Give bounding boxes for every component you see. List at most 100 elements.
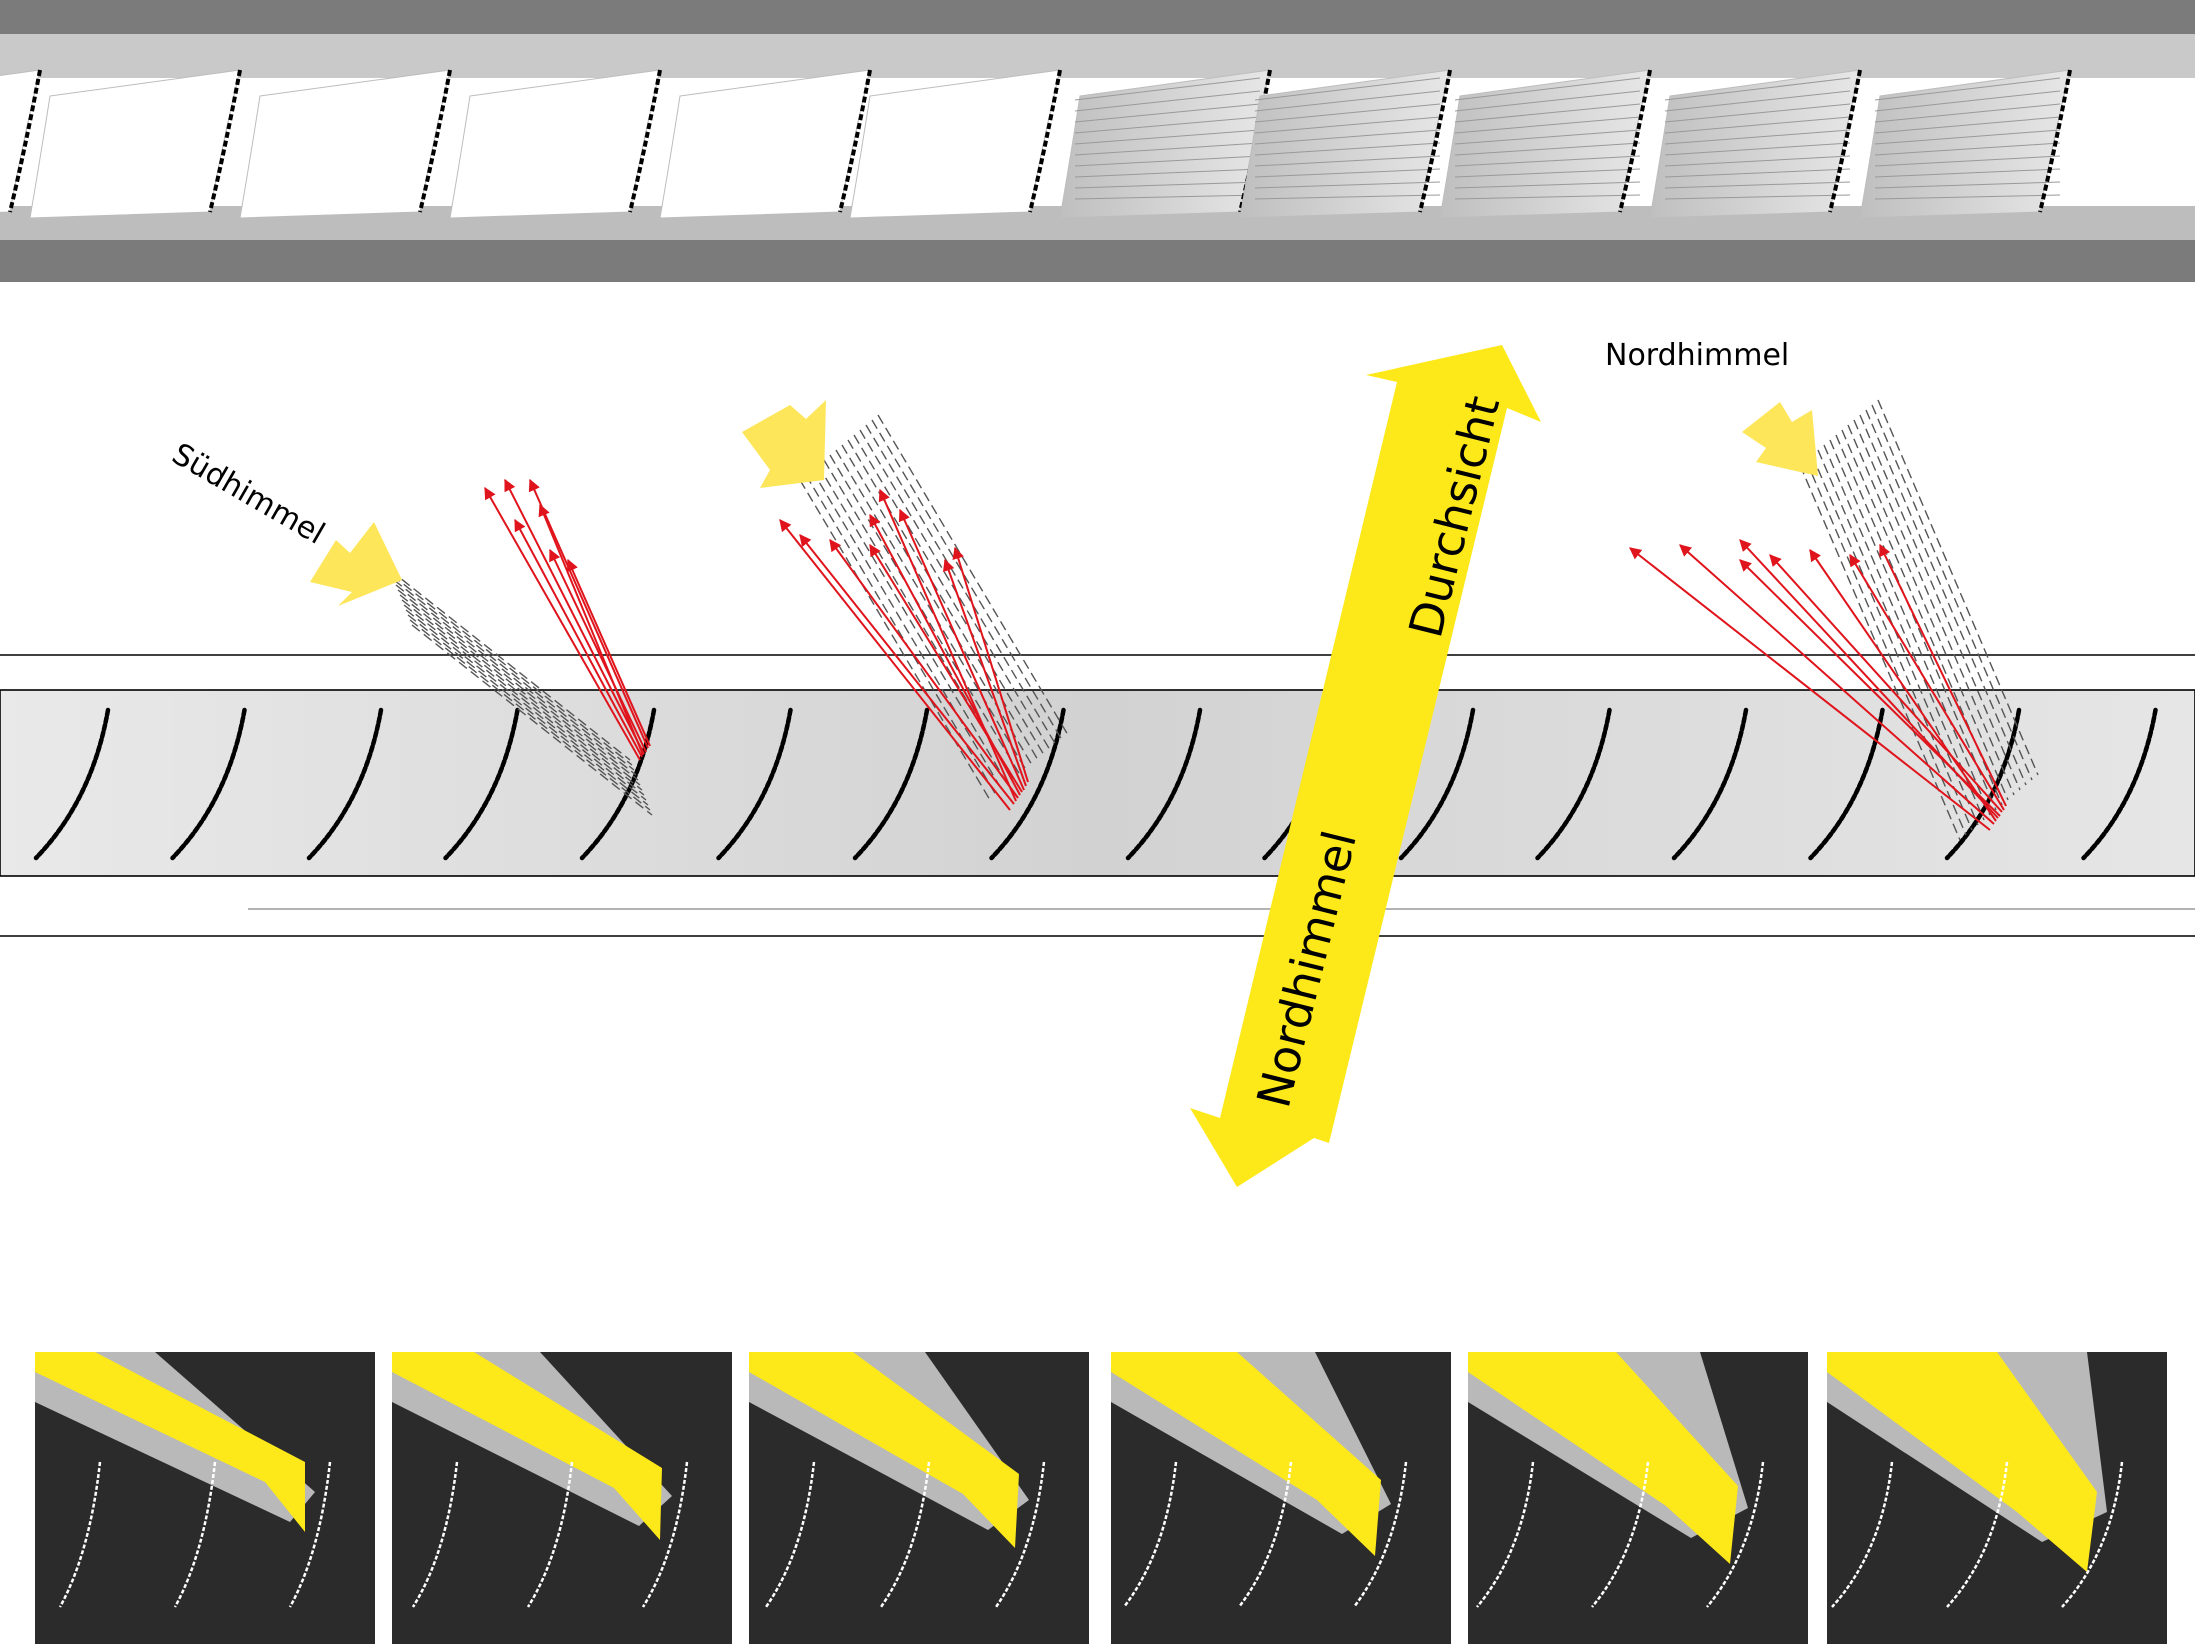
dash-ray [835,449,1027,771]
slat-profile [1591,1461,1650,1608]
slat-section [1125,707,1203,861]
simulation-panel [1111,1352,1451,1644]
top-slat-rib [1254,77,1441,101]
yellow-light-beam [749,1352,1019,1548]
slat-profile [641,1461,689,1608]
top-slat-rib [1074,116,1261,134]
dash-ray [411,624,653,816]
slat-profile [1831,1461,1894,1608]
dash-ray [811,469,1003,791]
yellow-light-beam [1468,1352,1738,1564]
slat-section [170,707,247,861]
top-slat-rib [1074,181,1261,189]
reflected-ray [1809,549,1997,822]
reflected-ray [549,548,647,753]
top-slat-rib [1874,168,2061,178]
top-slat-rib [1254,168,1441,178]
top-slat-rib [1074,90,1261,112]
slat-profile [1123,1461,1178,1608]
south-sky-label: Südhimmel [166,437,330,552]
reflected-ray [779,519,1011,811]
top-slat-edge [418,69,452,213]
dash-ray [409,619,651,811]
slat-profile [1476,1461,1535,1608]
reflected-ray [1739,559,2001,817]
top-slat-rib [1254,155,1441,167]
perspective-louvre-view [0,0,2195,282]
dash-ray [1829,439,1991,816]
dash-ray [397,589,639,781]
dash-ray [403,604,645,796]
top-slat-edge [1418,69,1452,213]
dash-ray [865,424,1057,746]
top-slat-rib [1874,116,2061,134]
reflected-ray [799,534,1015,805]
top-slat-rib [1874,142,2061,156]
yellow-light-beam [392,1352,662,1540]
top-slat-rib [1454,194,1641,200]
top-slat-rib [1874,194,2061,200]
top-slat-rib [1454,116,1641,134]
dash-ray [817,464,1009,786]
top-slat-rib [1074,129,1261,145]
top-slat-rib [1454,168,1641,178]
top-slat-rib [1254,181,1441,189]
top-slat-rib [1664,129,1851,145]
dash-ray [823,459,1015,781]
sun-arrow-icon [742,400,826,488]
top-slat-rib [1254,90,1441,112]
dash-ray [391,574,633,766]
dash-ray [799,479,991,801]
dash-ray [829,454,1021,776]
top-slat-rib [1074,77,1261,101]
slat-profile [526,1461,574,1608]
simulation-panel [749,1352,1089,1644]
glass-band [0,689,2195,877]
yellow-light-beam [1111,1352,1381,1556]
reflected-ray [566,558,651,747]
slat-profile [764,1461,816,1608]
slat-section [716,707,793,861]
top-slat-rib [1454,77,1641,101]
slat-profile [1238,1461,1293,1608]
ceiling-strip [0,34,2195,80]
slat-section [1808,707,1885,861]
sun-arrow-icon [1742,402,1818,476]
top-slat-rib [1074,155,1261,167]
top-slat-rib [1874,77,2061,101]
slat-profile [994,1461,1046,1608]
top-slat-edge [838,69,872,213]
top-slat-rib [1664,142,1851,156]
slat-profile [173,1461,217,1608]
simulation-panel [1468,1352,1808,1644]
top-slat-rib [1454,181,1641,189]
top-slat-group [0,69,2072,219]
sun-arrow-icon [310,522,402,606]
reflected-ray [1879,543,2007,807]
reflected-ray [484,486,641,761]
slat-section [2081,707,2158,861]
top-slat-edge [628,69,662,213]
slat-profile [1946,1461,2009,1608]
dash-ray [805,474,997,796]
slat-section [443,707,520,861]
top-slat-rib [1074,168,1261,178]
dash-ray [1805,459,1967,836]
slat-section [1398,707,1476,861]
top-slat-rib [1664,103,1851,123]
top-slat-rib [1074,142,1261,156]
dash-ray [1871,404,2033,781]
top-slat-rib [1874,155,2061,167]
top-slat-rib [1874,181,2061,189]
reflected-ray [1849,553,2005,811]
dash-ray [1835,434,1997,811]
top-slat-rib [1664,155,1851,167]
dash-ray [407,614,649,806]
north-sky-label: Nordhimmel [1605,338,1789,373]
reflected-ray [878,488,1017,802]
slat-profile [2061,1461,2124,1608]
reflected-ray [869,513,1021,796]
slat-section [33,707,111,861]
slat-section [306,707,384,861]
dash-ray [1811,454,1973,831]
